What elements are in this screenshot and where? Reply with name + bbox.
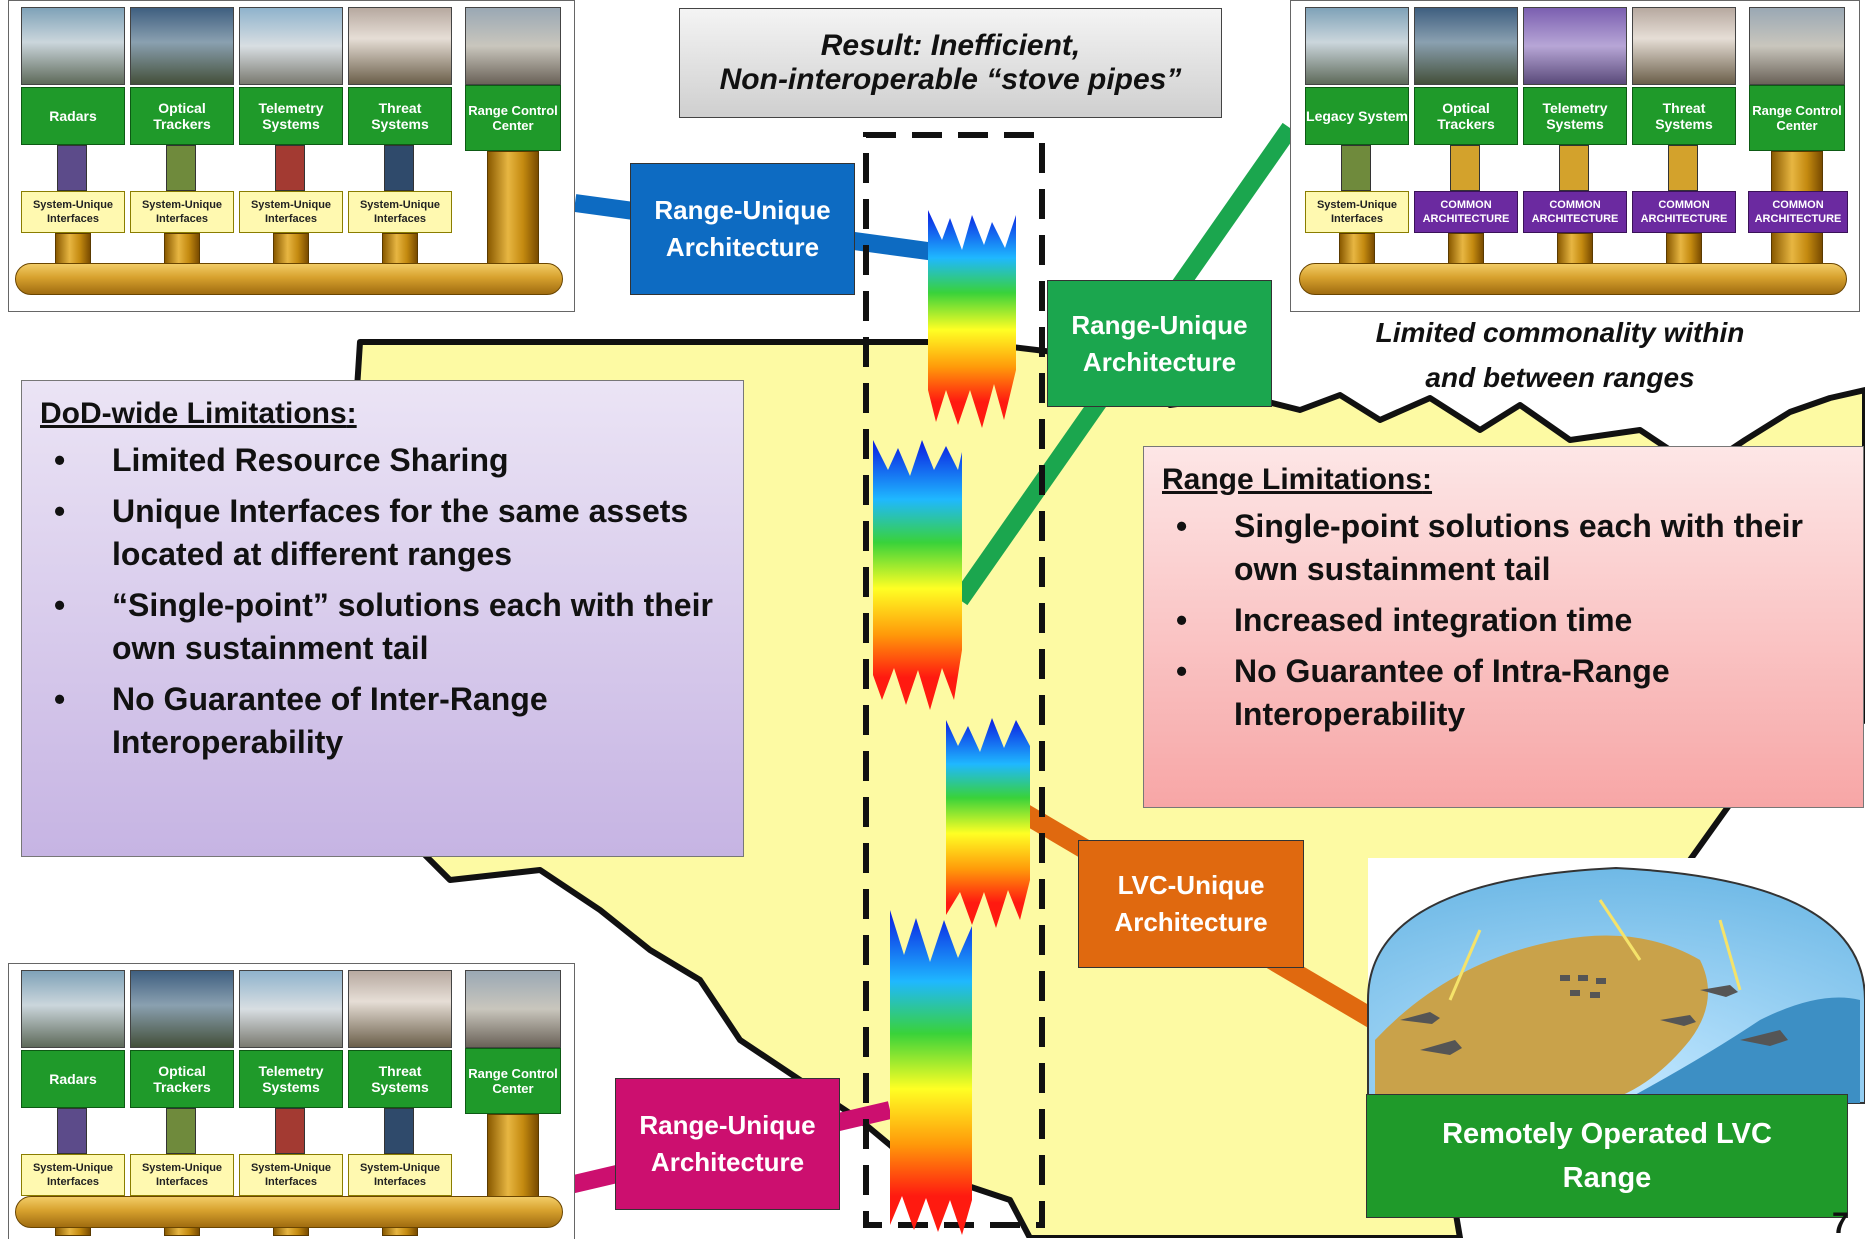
interface-label: System-Unique Interfaces — [348, 1154, 452, 1196]
interface-label: System-Unique Interfaces — [21, 191, 125, 233]
commonality-caption: Limited commonality within and between r… — [1300, 310, 1820, 400]
lvc-range-illustration — [1367, 858, 1865, 1104]
stove-pipe-3 — [946, 718, 1030, 928]
asset-label: Optical Trackers — [130, 87, 234, 145]
interface-label: COMMON ARCHITECTURE — [1632, 191, 1736, 233]
asset-label: Range Control Center — [465, 85, 561, 151]
page-number: 7 — [1832, 1207, 1849, 1240]
asset-label: Threat Systems — [348, 87, 452, 145]
range-unique-architecture-tag-green: Range-Unique Architecture — [1047, 280, 1272, 407]
interface-label: System-Unique Interfaces — [1305, 191, 1409, 233]
stove-pipe-4 — [890, 910, 972, 1235]
bus-pipe — [1299, 263, 1847, 295]
dod-wide-limitations-box: DoD-wide Limitations: Limited Resource S… — [21, 380, 744, 857]
control-center-photo — [1749, 7, 1845, 85]
range-limitations-heading: Range Limitations — [1162, 463, 1423, 496]
control-center-photo — [465, 970, 561, 1048]
dod-limitations-list: Limited Resource Sharing Unique Interfac… — [40, 439, 725, 764]
interface-label: System-Unique Interfaces — [239, 1154, 343, 1196]
list-item: No Guarantee of Intra-Range Interoperabi… — [1162, 650, 1845, 736]
dod-limitations-heading: DoD-wide Limitations — [40, 397, 347, 430]
stove-pipe-1 — [928, 210, 1016, 428]
asset-label: Optical Trackers — [1414, 87, 1518, 145]
interface-label: COMMON ARCHITECTURE — [1414, 191, 1518, 233]
range-panel-bottom-left: Radars System-Unique Interfaces Optical … — [8, 963, 575, 1239]
telemetry-photo — [239, 970, 343, 1048]
result-box: Result: Inefficient, Non-interoperable “… — [679, 8, 1222, 118]
control-center-photo — [465, 7, 561, 85]
asset-label: Telemetry Systems — [1523, 87, 1627, 145]
caption-line-1: Limited commonality within — [1375, 317, 1745, 348]
optical-tracker-photo — [1414, 7, 1518, 85]
optical-tracker-photo — [130, 7, 234, 85]
caption-line-2: and between ranges — [1425, 362, 1695, 393]
result-line-2: Non-interoperable “stove pipes” — [719, 63, 1182, 96]
threat-photo — [1632, 7, 1736, 85]
radar-photo — [21, 970, 125, 1048]
bus-pipe — [15, 263, 563, 295]
list-item: No Guarantee of Inter-Range Interoperabi… — [40, 678, 725, 764]
asset-label: Optical Trackers — [130, 1050, 234, 1108]
threat-photo — [348, 970, 452, 1048]
interface-label: COMMON ARCHITECTURE — [1523, 191, 1627, 233]
interface-label: System-Unique Interfaces — [130, 1154, 234, 1196]
range-panel-top-right: Legacy System System-Unique Interfaces O… — [1290, 0, 1860, 312]
asset-label: Radars — [21, 87, 125, 145]
telemetry-photo — [1523, 7, 1627, 85]
lvc-unique-architecture-tag: LVC-Unique Architecture — [1078, 840, 1304, 968]
interface-label: System-Unique Interfaces — [348, 191, 452, 233]
range-limitations-list: Single-point solutions each with their o… — [1162, 505, 1845, 736]
list-item: “Single-point” solutions each with their… — [40, 584, 725, 670]
asset-label: Legacy System — [1305, 87, 1409, 145]
asset-label: Telemetry Systems — [239, 87, 343, 145]
asset-label: Threat Systems — [348, 1050, 452, 1108]
radar-photo — [21, 7, 125, 85]
remotely-operated-lvc-range-label: Remotely Operated LVC Range — [1366, 1094, 1848, 1218]
range-limitations-box: Range Limitations: Single-point solution… — [1143, 446, 1864, 808]
telemetry-photo — [239, 7, 343, 85]
threat-photo — [348, 7, 452, 85]
legacy-system-photo — [1305, 7, 1409, 85]
bus-pipe — [15, 1196, 563, 1228]
range-unique-architecture-tag-blue: Range-Unique Architecture — [630, 163, 855, 295]
list-item: Single-point solutions each with their o… — [1162, 505, 1845, 591]
interface-label: System-Unique Interfaces — [21, 1154, 125, 1196]
optical-tracker-photo — [130, 970, 234, 1048]
interface-label: System-Unique Interfaces — [130, 191, 234, 233]
interface-label: COMMON ARCHITECTURE — [1748, 191, 1848, 233]
range-unique-architecture-tag-magenta: Range-Unique Architecture — [615, 1078, 840, 1210]
stove-pipe-2 — [873, 440, 962, 710]
list-item: Increased integration time — [1162, 599, 1845, 642]
result-line-1: Result: Inefficient, — [820, 29, 1081, 62]
range-panel-top-left: Radars System-Unique Interfaces Optical … — [8, 0, 575, 312]
asset-label: Range Control Center — [1749, 85, 1845, 151]
asset-label: Threat Systems — [1632, 87, 1736, 145]
interface-label: System-Unique Interfaces — [239, 191, 343, 233]
list-item: Limited Resource Sharing — [40, 439, 725, 482]
stove-pipe-boundary — [863, 132, 1045, 1228]
asset-label: Radars — [21, 1050, 125, 1108]
asset-label: Telemetry Systems — [239, 1050, 343, 1108]
list-item: Unique Interfaces for the same assets lo… — [40, 490, 725, 576]
asset-label: Range Control Center — [465, 1048, 561, 1114]
